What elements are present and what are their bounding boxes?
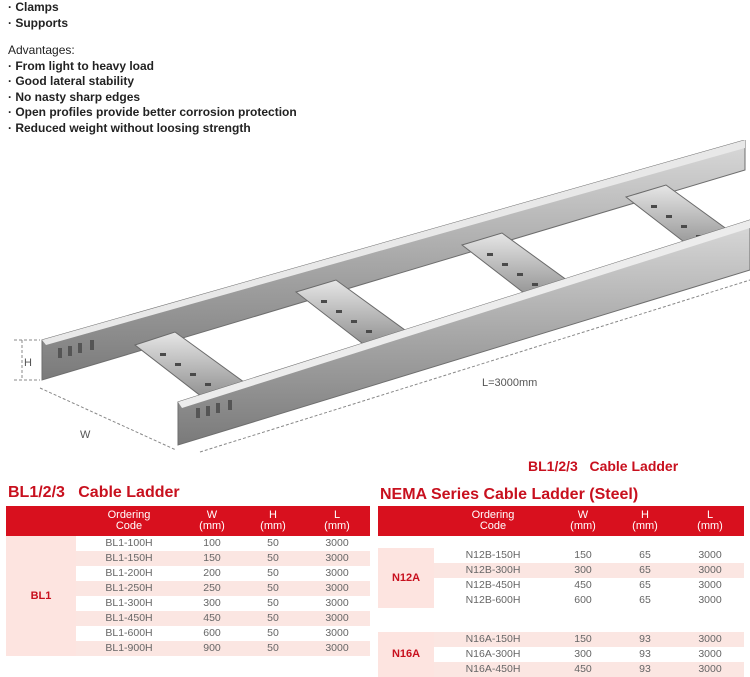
header-width: W (mm): [552, 506, 614, 536]
header-width: W (mm): [182, 506, 242, 536]
advantage-item: · No nasty sharp edges: [8, 89, 141, 104]
figure-caption: BL1/2/3 Cable Ladder: [528, 458, 679, 474]
intro-text: · Clamps · Supports Advantages: · From l…: [8, 0, 297, 136]
back-rail: [41, 140, 746, 381]
header-ordering-code: Ordering Code: [76, 506, 182, 536]
length-dimension-label: L=3000mm: [482, 377, 537, 389]
width-dimension-label: W: [80, 429, 91, 441]
header-length: L (mm): [676, 506, 744, 536]
header-height: H (mm): [614, 506, 676, 536]
group-label: N12A: [378, 548, 434, 608]
height-dimension-label: H: [24, 357, 32, 369]
feature-item: · Supports: [8, 15, 68, 30]
group-label: N16A: [378, 632, 434, 677]
advantages-heading: Advantages:: [8, 43, 75, 57]
header-ordering-code: Ordering Code: [434, 506, 552, 536]
advantage-item: · Open profiles provide better corrosion…: [8, 105, 297, 119]
header-length: L (mm): [304, 506, 370, 536]
table2-title: NEMA Series Cable Ladder (Steel): [380, 486, 639, 503]
header-height: H (mm): [242, 506, 304, 536]
cable-ladder-illustration: H W L=3000mm: [14, 140, 750, 453]
front-rail: [177, 219, 750, 446]
advantage-item: · Reduced weight without loosing strengt…: [8, 120, 251, 135]
group-label: BL1: [6, 536, 76, 656]
advantage-item: · From light to heavy load: [8, 58, 155, 73]
advantage-item: · Good lateral stability: [8, 74, 135, 88]
table1-title: BL1/2/3 Cable Ladder: [8, 484, 180, 501]
feature-item: · Clamps: [8, 0, 59, 14]
